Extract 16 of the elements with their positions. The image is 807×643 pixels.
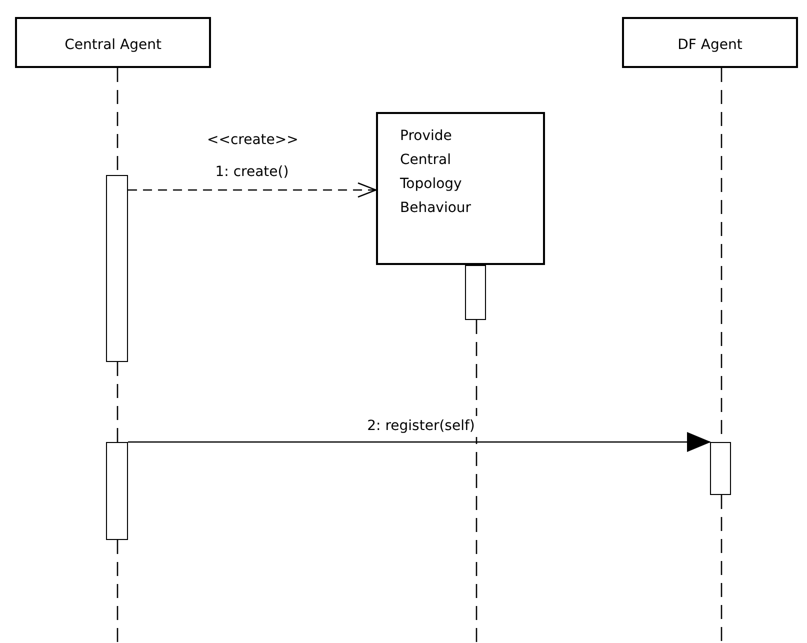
message-arrow	[128, 182, 377, 198]
lifeline	[116, 362, 118, 442]
object-name: Central Agent	[64, 36, 162, 55]
object-box	[15, 17, 211, 68]
activation-bar	[710, 442, 731, 495]
object-name: DF Agent	[676, 36, 744, 55]
message-arrow	[128, 432, 711, 452]
activation-bar	[106, 175, 128, 362]
lifeline	[720, 495, 722, 643]
object-box	[622, 17, 798, 68]
activation-bar	[106, 442, 128, 540]
lifeline	[476, 320, 478, 643]
object-name: Provide Central Topology Behaviour	[400, 127, 472, 218]
lifeline	[116, 540, 118, 643]
activation-bar	[465, 265, 486, 320]
object-box	[376, 112, 545, 265]
